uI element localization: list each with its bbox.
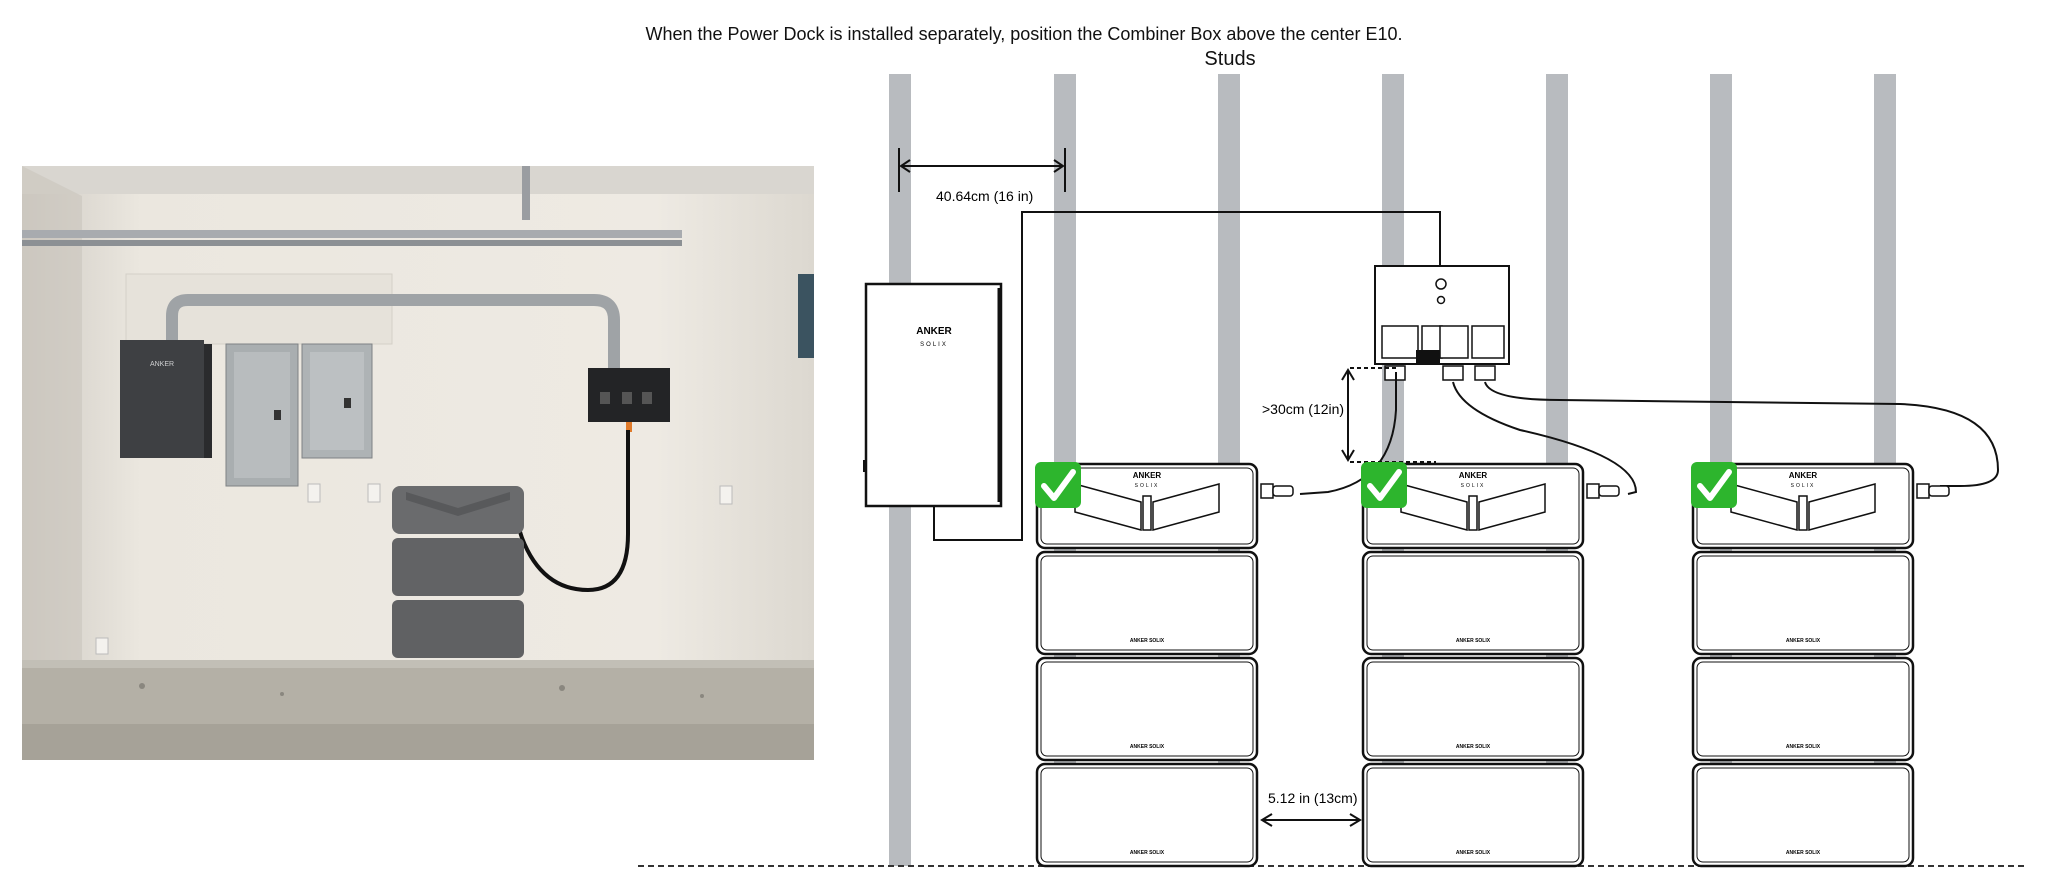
combiner-box [1374,265,1510,381]
battery-module-inner [1040,767,1254,863]
check-mark-glyph [1041,469,1076,501]
battery-module-logo: ANKER SOLIX [1786,638,1821,644]
battery-module [1035,656,1259,762]
e10-light-bar [1142,495,1152,531]
check-mark-glyph [1367,469,1402,501]
battery-module-inner [1040,555,1254,651]
power-dock: ANKER SOLIX [863,282,1003,508]
studs-label: Studs [1204,48,1256,70]
battery-module [1035,550,1259,656]
battery-module-logo: ANKER SOLIX [1456,638,1491,644]
battery-module [1691,656,1915,762]
e10-plug [1598,485,1620,497]
battery-module-logo: ANKER SOLIX [1456,744,1491,750]
e10-light-bar [1468,495,1478,531]
unit-gap-dimension [1260,813,1362,827]
battery-module [1361,656,1585,762]
e10-connector [1916,483,1930,499]
e10-logo: ANKER [1789,471,1818,480]
e10-logo-sub: SOLIX [1461,483,1486,489]
battery-module [1691,550,1915,656]
height-dimension-label: >30cm (12in) [1262,401,1344,417]
stud-spacing-label: 40.64cm (16 in) [936,188,1033,204]
e10-logo: ANKER [1459,471,1488,480]
battery-module-logo: ANKER SOLIX [1130,744,1165,750]
e10-logo-sub: SOLIX [1791,483,1816,489]
e10-connector [1260,483,1274,499]
battery-module-inner [1040,661,1254,757]
battery-module [1361,550,1585,656]
battery-module-logo: ANKER SOLIX [1456,850,1491,856]
battery-module-inner [1696,661,1910,757]
battery-module-logo: ANKER SOLIX [1786,744,1821,750]
cable-center [1452,381,1638,495]
battery-module [1035,762,1259,868]
unit-gap-label: 5.12 in (13cm) [1268,790,1357,806]
battery-module-inner [1696,555,1910,651]
e10-logo-sub: SOLIX [1135,483,1160,489]
cable-right [1484,381,2000,487]
installation-photo: ANKER [22,166,814,760]
e10-logo: ANKER [1133,471,1162,480]
battery-module-logo: ANKER SOLIX [1130,638,1165,644]
power-dock-logo: ANKER [916,326,952,337]
battery-module-inner [1366,767,1580,863]
diagram-caption: When the Power Dock is installed separat… [645,24,1403,44]
e10-stack: ANKER SOLIX ANKER SOLIX ANKER SOLIX ANKER SO… [1035,462,1294,868]
battery-module [1361,762,1585,868]
stud-spacing-dimension [898,148,1066,192]
check-mark-glyph [1697,469,1732,501]
battery-module-logo: ANKER SOLIX [1786,850,1821,856]
e10-plug [1272,485,1294,497]
e10-connector [1586,483,1600,499]
e10-plug [1928,485,1950,497]
battery-module-inner [1366,555,1580,651]
power-dock-logo-sub: SOLIX [920,342,948,348]
battery-module [1691,762,1915,868]
battery-module-logo: ANKER SOLIX [1130,850,1165,856]
svg-text:ANKER: ANKER [150,361,174,368]
e10-stack: ANKER SOLIX ANKER SOLIX ANKER SOLIX ANKER SO… [1691,462,1950,868]
battery-module-inner [1696,767,1910,863]
e10-light-bar [1798,495,1808,531]
battery-module-inner [1366,661,1580,757]
e10-stack: ANKER SOLIX ANKER SOLIX ANKER SOLIX ANKER SO… [1361,462,1620,868]
dock-to-combiner-wire [933,211,1441,541]
